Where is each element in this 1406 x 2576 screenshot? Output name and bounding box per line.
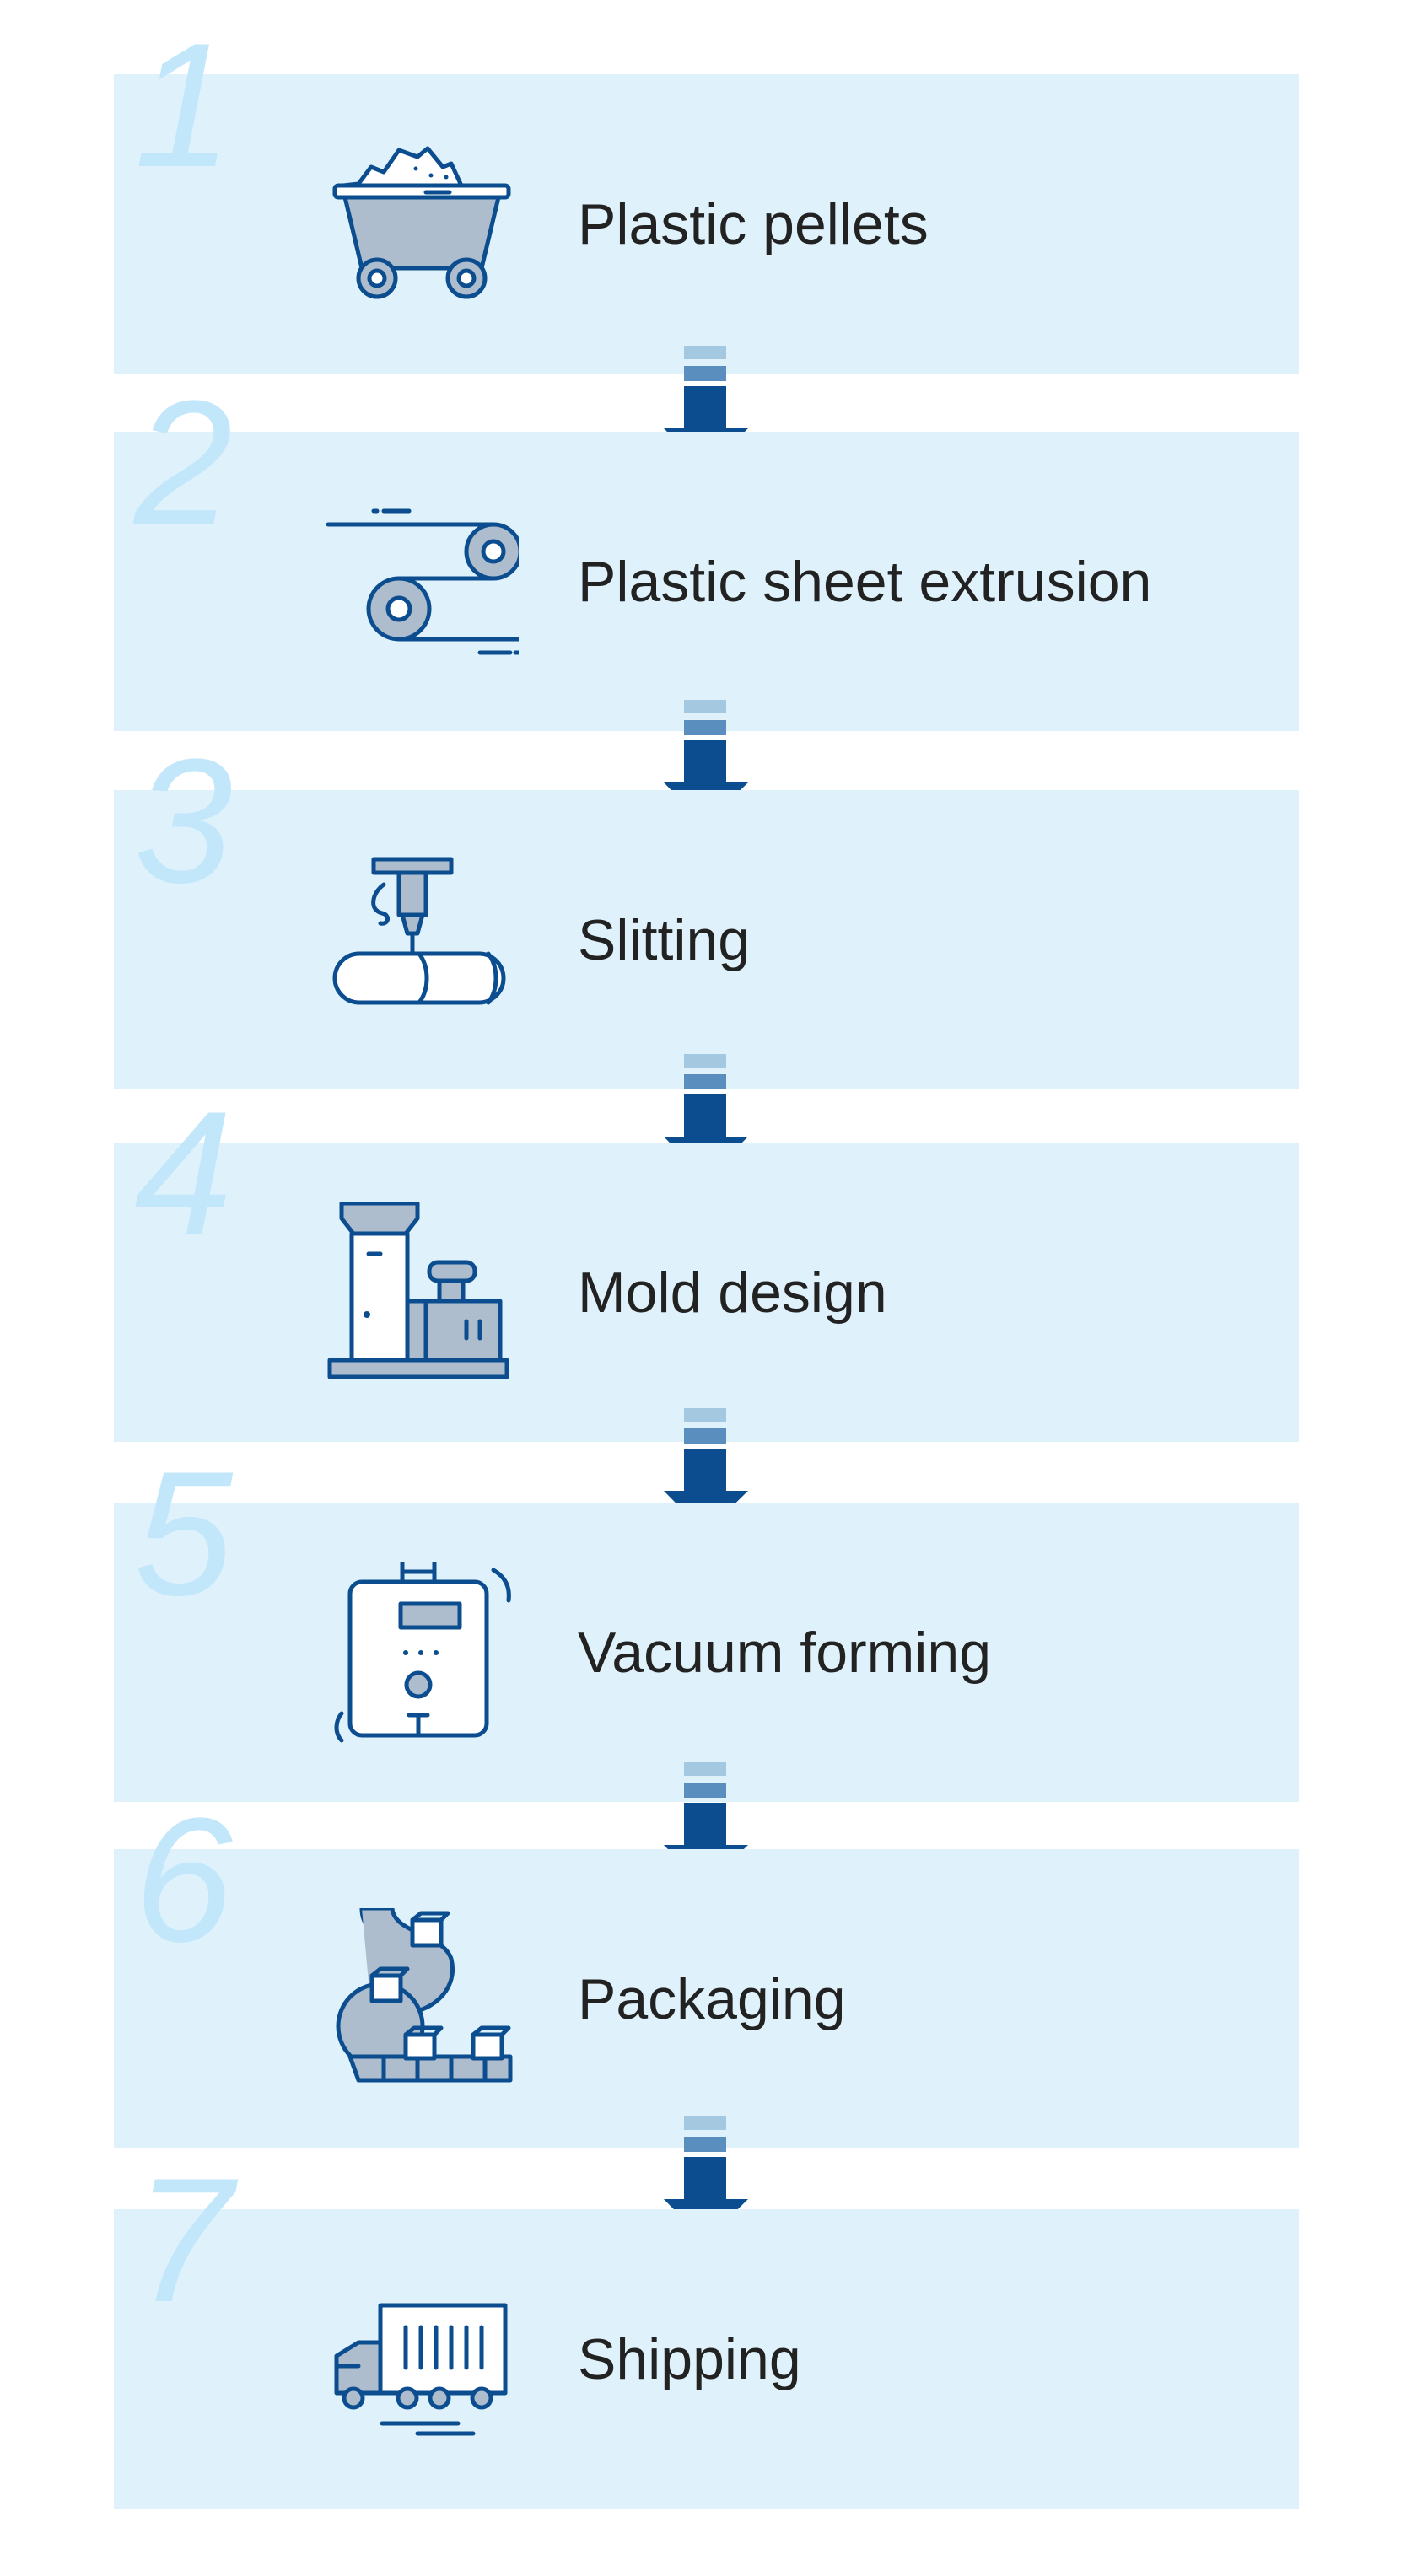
step-label: Vacuum forming <box>578 1620 992 1685</box>
step-label: Plastic sheet extrusion <box>578 549 1152 614</box>
step-number: 3 <box>134 722 233 920</box>
step-label: Plastic pellets <box>578 191 929 256</box>
step-2: 2 Plastic sheet extrusion <box>114 374 1299 731</box>
conveyor-boxes-icon <box>325 1908 519 2089</box>
step-number: 7 <box>134 2141 233 2339</box>
step-4: 4 Mold design <box>114 1085 1299 1442</box>
step-number: 2 <box>134 363 233 562</box>
step-7: 7 Shipping <box>114 2152 1299 2509</box>
vacuum-machine-icon <box>325 1562 519 1743</box>
step-1: 1 Plastic pellets <box>114 17 1299 374</box>
step-label: Shipping <box>578 2326 801 2391</box>
molding-machine-icon <box>325 1202 519 1383</box>
step-3: 3 Slitting <box>114 733 1299 1089</box>
step-label: Mold design <box>578 1260 887 1325</box>
step-label: Packaging <box>578 1966 846 2031</box>
sheet-rollers-icon <box>325 491 519 672</box>
step-number: 5 <box>134 1434 233 1632</box>
step-5: 5 Vacuum forming <box>114 1445 1299 1802</box>
step-number: 1 <box>134 6 233 204</box>
step-number: 4 <box>134 1074 233 1272</box>
step-6: 6 Packaging <box>114 1792 1299 2148</box>
step-number: 6 <box>134 1781 233 1979</box>
truck-icon <box>325 2268 519 2450</box>
mine-cart-icon <box>325 133 519 315</box>
step-label: Slitting <box>578 907 751 972</box>
slitting-machine-icon <box>325 849 519 1030</box>
